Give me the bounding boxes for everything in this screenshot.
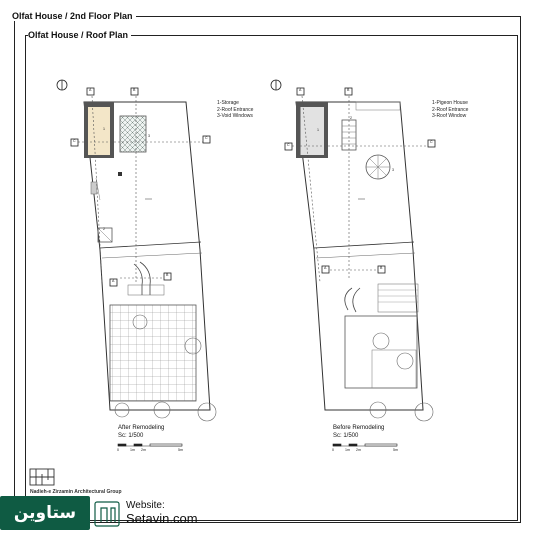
scale-tick: 0 (117, 448, 119, 452)
after-north-icon (56, 79, 68, 91)
room-number: 2 (350, 116, 352, 120)
after-caption: After Remodeling (118, 425, 165, 431)
section-marker-label: C (73, 139, 76, 143)
website-label: Website: (126, 500, 165, 511)
legend-item: 3-Roof Window (432, 113, 467, 119)
before-legend: 1-Pigeon House 2-Roof Entrance 3-Roof Wi… (432, 100, 468, 120)
before-roof-window (365, 154, 391, 180)
after-storage-room (85, 103, 113, 157)
section-marker-label: A (324, 266, 327, 270)
scale-tick: 2m (141, 448, 146, 452)
before-pigeon-house (299, 103, 327, 157)
setavin-brand-badge[interactable]: ستاوین (0, 496, 90, 530)
scale-tick: 2m (356, 448, 361, 452)
legend-item: 2-Roof Entrance (217, 106, 254, 113)
back-sheet-title: Olfat House / 2nd Floor Plan (12, 11, 136, 21)
before-caption: Before Remodeling (333, 425, 385, 431)
before-scale-bar (332, 443, 398, 447)
before-north-icon (270, 79, 282, 91)
after-scale-bar (117, 443, 183, 447)
section-marker-label: A (112, 279, 115, 283)
before-plan (270, 79, 436, 447)
section-marker-label: A (89, 88, 92, 92)
before-caption-block: Before Remodeling Sc: 1/500 (333, 425, 384, 440)
section-marker-label: C (430, 140, 433, 144)
legend-item: 1-Pigeon House (432, 100, 468, 106)
after-legend: 1-Storage 2-Roof Entrance 3-Void Windows (217, 100, 253, 120)
group-logo-icon (29, 468, 55, 486)
scale-tick: 5m (178, 448, 183, 452)
room-number: 3 (148, 134, 150, 138)
section-marker-label: B (347, 88, 350, 92)
legend-item: 1-Storage (217, 100, 239, 106)
room-number: 1 (317, 128, 319, 132)
room-number: 1 (103, 127, 105, 131)
scale-tick: 1m (130, 448, 135, 452)
scale-tick: 1m (345, 448, 350, 452)
after-caption-block: After Remodeling Sc: 1/500 (118, 425, 164, 440)
before-scale-text: Sc: 1/500 (333, 432, 359, 439)
after-courtyard-grid (109, 304, 197, 402)
brand-persian-text: ستاوین (13, 503, 77, 523)
group-name: Nadieh-e Zirzamin Architectural Group (30, 489, 122, 495)
room-number: 3 (392, 168, 394, 172)
section-marker-label: A (299, 88, 302, 92)
front-sheet-title: Olfat House / Roof Plan (28, 30, 132, 40)
section-marker-label: C (287, 143, 290, 147)
legend-item: 3-Void Windows (217, 113, 253, 119)
legend-item: 2-Roof Entrance (432, 106, 469, 113)
website-link[interactable]: Setavin.com (126, 511, 198, 526)
web-icon (94, 501, 120, 527)
after-outline (83, 101, 211, 411)
section-marker-label: B (166, 273, 169, 277)
after-plan (56, 79, 217, 447)
after-void-windows (119, 115, 147, 153)
section-marker-label: C (205, 136, 208, 140)
scale-tick: 0 (332, 448, 334, 452)
section-marker-label: B (380, 266, 383, 270)
after-scale-text: Sc: 1/500 (118, 432, 144, 439)
room-number: 2 (103, 227, 105, 231)
section-marker-label: B (133, 88, 136, 92)
scale-tick: 5m (393, 448, 398, 452)
